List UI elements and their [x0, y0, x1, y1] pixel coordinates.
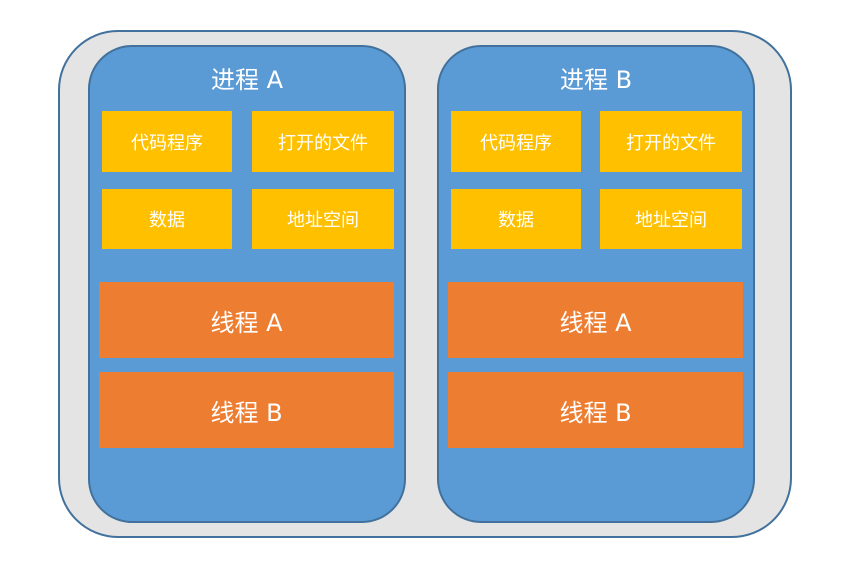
process-b-address-space-box: 地址空间: [600, 189, 742, 249]
process-a-data-box: 数据: [102, 189, 232, 249]
process-a-thread-b-box: 线程 B: [99, 372, 394, 448]
process-a-title: 进程 A: [210, 66, 284, 94]
process-b-files-box: 打开的文件: [600, 111, 742, 172]
process-a-address-space-box: 地址空间: [252, 189, 394, 249]
process-a-thread-a-box: 线程 A: [99, 282, 394, 358]
process-b-title: 进程 B: [559, 66, 633, 94]
process-b-thread-a-box: 线程 A: [448, 282, 743, 358]
process-b-thread-b-box: 线程 B: [448, 372, 743, 448]
process-a-files-box: 打开的文件: [252, 111, 394, 172]
process-b-code-box: 代码程序: [451, 111, 581, 172]
process-a-code-box: 代码程序: [102, 111, 232, 172]
process-b-data-box: 数据: [451, 189, 581, 249]
